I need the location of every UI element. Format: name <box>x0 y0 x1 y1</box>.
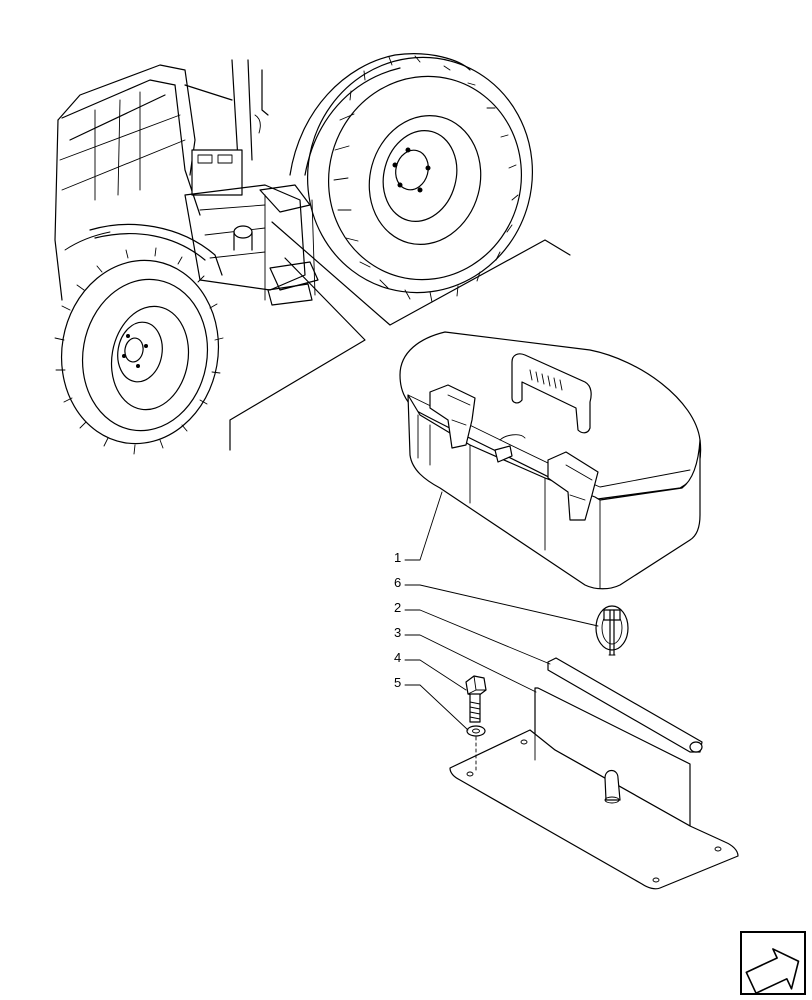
callout-number-4: 4 <box>394 650 401 665</box>
rear-wheel <box>306 55 534 303</box>
callout-1: 1 <box>394 491 443 565</box>
next-page-arrow-icon[interactable] <box>740 931 812 1000</box>
location-leader-lines <box>229 221 571 451</box>
callout-4: 4 <box>394 650 467 691</box>
callout-5: 5 <box>394 675 469 731</box>
lynch-pin <box>595 605 629 656</box>
callout-number-3: 3 <box>394 625 401 640</box>
rod <box>547 657 703 753</box>
callout-6: 6 <box>394 575 599 627</box>
tractor-illustration <box>54 53 534 455</box>
callout-number-6: 6 <box>394 575 401 590</box>
washer <box>466 725 486 737</box>
front-wheel <box>54 247 224 455</box>
tool-box <box>399 331 702 590</box>
bolt <box>465 675 487 723</box>
callout-number-5: 5 <box>394 675 401 690</box>
callout-number-2: 2 <box>394 600 401 615</box>
callout-number-1: 1 <box>394 550 401 565</box>
callout-2: 2 <box>394 600 551 665</box>
callout-3: 3 <box>394 625 537 693</box>
bracket <box>449 687 739 890</box>
